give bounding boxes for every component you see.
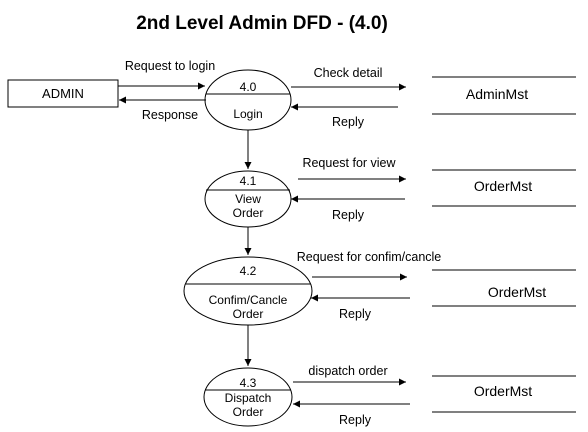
entity-admin: ADMIN <box>7 79 119 108</box>
flow-label-reply: Reply <box>332 115 365 129</box>
flow-label-dispatch-order: dispatch order <box>308 364 387 378</box>
store-name: AdminMst <box>466 86 528 102</box>
process-confirm-cancel-order: 4.2 Confim/Cancle Order <box>183 256 313 326</box>
process-login: 4.0 Login <box>204 69 292 131</box>
flow-label-reply: Reply <box>339 413 372 427</box>
store-ordermst-2: OrderMst <box>432 269 576 307</box>
flow-label-check-detail: Check detail <box>314 66 383 80</box>
process-dispatch-order: 4.3 Dispatch Order <box>203 367 293 427</box>
store-name: OrderMst <box>474 383 532 399</box>
flow-label-request-to-login: Request to login <box>125 59 215 73</box>
process-name: Order <box>233 307 264 321</box>
diagram-title: 2nd Level Admin DFD - (4.0) <box>136 13 388 34</box>
process-name: View <box>235 192 261 206</box>
flow-label-reply: Reply <box>339 307 372 321</box>
process-name: Dispatch <box>225 391 272 405</box>
store-adminmst: AdminMst <box>432 76 576 115</box>
store-ordermst-1: OrderMst <box>432 169 576 207</box>
entity-admin-label: ADMIN <box>42 86 84 101</box>
process-name: Login <box>233 107 262 121</box>
process-name: Order <box>233 206 264 220</box>
process-id: 4.2 <box>240 264 257 278</box>
store-name: OrderMst <box>488 284 546 300</box>
flow-label-reply: Reply <box>332 208 365 222</box>
store-ordermst-3: OrderMst <box>432 375 576 413</box>
process-name: Order <box>233 405 264 419</box>
process-id: 4.0 <box>240 80 257 94</box>
process-id: 4.3 <box>240 376 257 390</box>
flow-label-request-confirm: Request for confim/cancle <box>297 250 442 264</box>
process-name: Confim/Cancle <box>209 293 288 307</box>
flow-label-response: Response <box>142 108 198 122</box>
process-id: 4.1 <box>240 174 257 188</box>
flow-label-request-for-view: Request for view <box>302 156 396 170</box>
process-view-order: 4.1 View Order <box>204 170 292 228</box>
store-name: OrderMst <box>474 178 532 194</box>
